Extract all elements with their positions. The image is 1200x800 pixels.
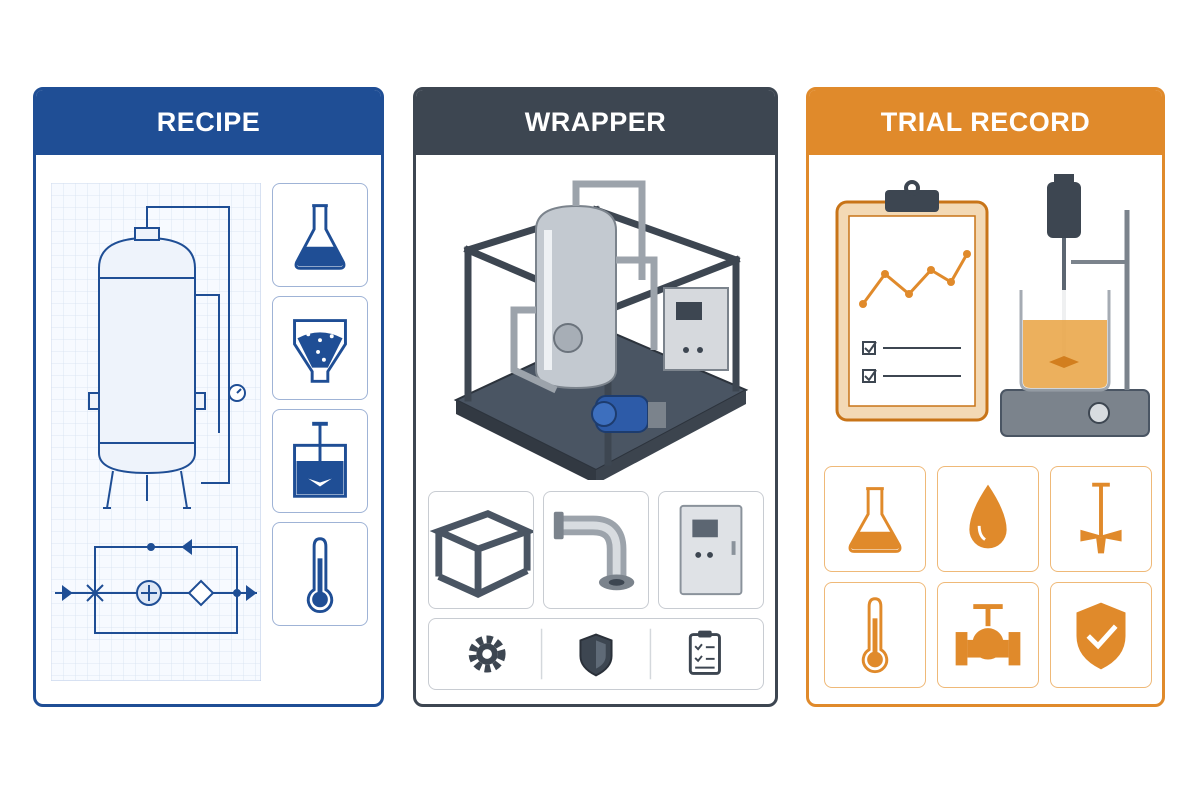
- clipboard-and-mixer-icon: [835, 174, 1150, 437]
- recipe-blueprint: [51, 183, 261, 681]
- trial-record-panel: TRIAL RECORD: [806, 87, 1165, 707]
- droplet-icon: [969, 484, 1007, 549]
- mixing-tank-icon: [293, 421, 347, 498]
- recipe-hopper-tile: [272, 296, 368, 400]
- wrapper-title: WRAPPER: [524, 107, 667, 137]
- control-cabinet-icon: [679, 504, 743, 596]
- recipe-mixing-tile: [272, 409, 368, 513]
- trial-agitator-tile: [1050, 466, 1152, 572]
- trial-droplet-tile: [937, 466, 1039, 572]
- wrapper-header: WRAPPER: [416, 90, 775, 155]
- recipe-title: RECIPE: [156, 107, 261, 137]
- shield-check-icon: [1076, 602, 1126, 670]
- wrapper-frame-tile: [428, 491, 534, 609]
- agitator-icon: [1080, 482, 1122, 554]
- process-skid-icon: [453, 180, 749, 480]
- checklist-clipboard-icon: [688, 630, 721, 675]
- thermometer-icon: [306, 537, 334, 614]
- wrapper-skid-illustration: [436, 170, 756, 480]
- wrapper-pipe-tile: [543, 491, 649, 609]
- thermometer-icon: [861, 597, 889, 674]
- trial-flask-tile: [824, 466, 926, 572]
- valve-icon: [955, 604, 1021, 666]
- gear-icon: [468, 635, 506, 673]
- wrapper-icon-strip: [428, 618, 764, 690]
- wrapper-strip-icons: [468, 628, 721, 680]
- hopper-icon: [293, 319, 347, 383]
- flask-icon: [294, 204, 346, 270]
- trial-shield-tile: [1050, 582, 1152, 688]
- wrapper-panel: WRAPPER: [413, 87, 778, 707]
- trial-illustration: [821, 170, 1151, 440]
- pipe-elbow-icon: [553, 511, 635, 591]
- shield-icon: [579, 633, 613, 677]
- trial-valve-tile: [937, 582, 1039, 688]
- recipe-panel: RECIPE: [33, 87, 384, 707]
- trial-record-title: TRIAL RECORD: [880, 107, 1091, 137]
- wrapper-cabinet-tile: [658, 491, 764, 609]
- flask-icon: [848, 487, 902, 553]
- frame-icon: [429, 509, 533, 598]
- trial-record-header: TRIAL RECORD: [809, 90, 1162, 155]
- recipe-thermometer-tile: [272, 522, 368, 626]
- trial-thermometer-tile: [824, 582, 926, 688]
- recipe-flask-tile: [272, 183, 368, 287]
- process-schematic: [55, 539, 257, 634]
- vessel-blueprint-diagram: [51, 183, 261, 681]
- pressure-vessel-icon: [88, 227, 206, 509]
- recipe-header: RECIPE: [36, 90, 381, 155]
